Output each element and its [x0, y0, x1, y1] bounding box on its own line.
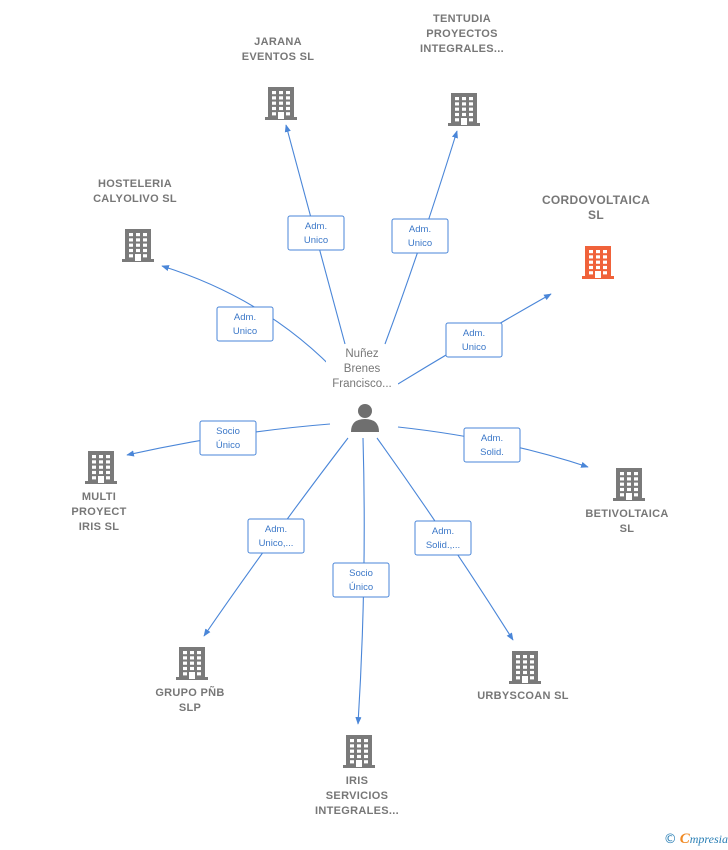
person-icon — [351, 404, 379, 432]
building-icon — [448, 93, 480, 126]
building-icon — [582, 246, 614, 279]
company-node-iris[interactable]: IRIS SERVICIOS INTEGRALES... — [315, 735, 399, 817]
relation-label-frame — [391, 218, 449, 254]
relation-label-frame — [216, 306, 274, 342]
company-node-urbyscoan[interactable]: URBYSCOAN SL — [477, 651, 569, 702]
brand-name: mpresia — [689, 832, 728, 846]
company-node-betivoltaica[interactable]: BETIVOLTAICA SL — [585, 468, 668, 535]
relation-label-text: Adm. — [234, 312, 256, 323]
company-name-line: BETIVOLTAICA — [585, 508, 668, 520]
company-name-line: SL — [620, 523, 635, 535]
building-icon — [613, 468, 645, 501]
relation-label-frame — [287, 215, 345, 251]
company-name-line: IRIS SL — [79, 521, 120, 533]
company-name-line: INTEGRALES... — [420, 43, 504, 55]
person-name-line: Nuñez — [345, 348, 378, 360]
company-name-line: SLP — [179, 702, 201, 714]
relation-label-frame — [445, 322, 503, 358]
relation-label-text: Unico — [304, 235, 328, 246]
company-name-line: SL — [588, 208, 604, 222]
relation-label-text: Único — [349, 582, 373, 593]
relation-label-text: Adm. — [481, 433, 503, 444]
company-name-line: PROYECTOS — [426, 28, 498, 40]
company-name-line: SERVICIOS — [326, 790, 388, 802]
relation-label-text: Adm. — [305, 221, 327, 232]
relation-label-text: Adm. — [432, 526, 454, 537]
brand-logo-letter: C — [679, 831, 690, 847]
company-node-multi[interactable]: MULTI PROYECT IRIS SL — [71, 451, 126, 533]
relation-label-text: Solid. — [480, 447, 504, 458]
footer-brand[interactable]: © Cmpresia — [664, 831, 728, 848]
building-icon — [343, 735, 375, 768]
company-name-line: EVENTOS SL — [242, 51, 314, 63]
relation-label-box[interactable]: Adm. Unico — [391, 218, 449, 254]
relation-label-frame — [463, 427, 521, 463]
relation-label-text: Socio — [216, 426, 240, 437]
relation-label-text: Unico — [233, 326, 257, 337]
company-node-hosteleria[interactable]: HOSTELERIA CALYOLIVO SL — [93, 178, 177, 262]
person-name-line: Brenes — [344, 363, 381, 375]
relation-label-frame — [414, 520, 472, 556]
company-name-line: URBYSCOAN SL — [477, 690, 569, 702]
relation-label-box[interactable]: Adm. Unico — [445, 322, 503, 358]
building-icon — [509, 651, 541, 684]
building-icon — [176, 647, 208, 680]
building-icon — [265, 87, 297, 120]
relation-label-text: Unico — [408, 238, 432, 249]
person-name-line: Francisco... — [332, 378, 391, 390]
company-name-line: CALYOLIVO SL — [93, 193, 177, 205]
company-name-line: MULTI — [82, 491, 116, 503]
person-node[interactable]: NuñezBrenesFrancisco... — [326, 345, 398, 432]
building-icon — [122, 229, 154, 262]
relation-label-box[interactable]: Adm. Unico,... — [247, 518, 305, 554]
company-name-line: GRUPO PÑB — [155, 686, 224, 699]
relation-label-text: Unico,... — [259, 538, 294, 549]
relation-label-frame — [332, 562, 390, 598]
relation-label-box[interactable]: Adm. Unico — [287, 215, 345, 251]
company-name-line: TENTUDIA — [433, 13, 491, 25]
relation-label-text: Solid.,... — [426, 540, 460, 551]
relation-label-text: Único — [216, 440, 240, 451]
company-node-jarana[interactable]: JARANA EVENTOS SL — [242, 36, 314, 120]
company-name-line: INTEGRALES... — [315, 805, 399, 817]
company-name-line: JARANA — [254, 36, 302, 48]
company-node-grupo[interactable]: GRUPO PÑB SLP — [155, 647, 224, 714]
relation-label-box[interactable]: Adm. Unico — [216, 306, 274, 342]
company-node-tentudia[interactable]: TENTUDIA PROYECTOS INTEGRALES... — [420, 13, 504, 126]
relation-label-text: Adm. — [409, 224, 431, 235]
copyright-symbol: © — [663, 832, 677, 847]
relation-label-text: Adm. — [463, 328, 485, 339]
company-name-line: HOSTELERIA — [98, 178, 172, 190]
relation-label-text: Socio — [349, 568, 373, 579]
relation-label-box[interactable]: Adm. Solid. — [463, 427, 521, 463]
relation-label-text: Unico — [462, 342, 486, 353]
relation-label-box[interactable]: Adm. Solid.,... — [414, 520, 472, 556]
company-name-line: PROYECT — [71, 506, 126, 518]
company-name-line: CORDOVOLTAICA — [542, 193, 650, 207]
company-name-line: IRIS — [346, 775, 369, 787]
relation-label-text: Adm. — [265, 524, 287, 535]
person-label-backdrop — [326, 345, 398, 391]
relation-label-frame — [247, 518, 305, 554]
relation-label-frame — [199, 420, 257, 456]
building-icon — [85, 451, 117, 484]
